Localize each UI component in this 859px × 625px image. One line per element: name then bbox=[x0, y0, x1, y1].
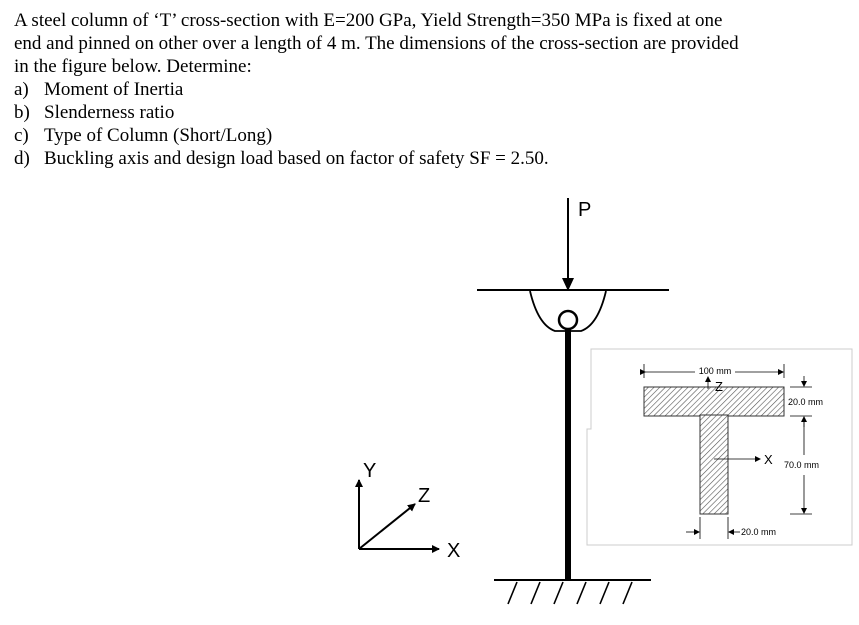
intro-line-3: in the figure below. Determine: bbox=[14, 56, 252, 77]
question-b: b) Slenderness ratio bbox=[14, 101, 849, 124]
flange-thickness-label: 20.0 mm bbox=[788, 397, 823, 407]
z-axis-label: Z bbox=[418, 485, 430, 507]
flange-width-dimension bbox=[640, 364, 785, 378]
load-label: P bbox=[578, 199, 591, 221]
intro-line-2: end and pinned on other over a length of… bbox=[14, 33, 739, 54]
t-flange bbox=[643, 386, 785, 417]
intro-line-1: A steel column of ‘T’ cross-section with… bbox=[14, 10, 723, 31]
question-marker: b) bbox=[14, 102, 30, 123]
section-x-label: X bbox=[764, 452, 773, 467]
question-d: d) Buckling axis and design load based o… bbox=[14, 147, 849, 170]
column-member bbox=[565, 329, 571, 580]
flange-width-label: 100 mm bbox=[699, 366, 732, 376]
x-axis-label: X bbox=[447, 540, 460, 562]
question-text: Moment of Inertia bbox=[44, 79, 184, 100]
question-text: Type of Column (Short/Long) bbox=[44, 125, 273, 146]
question-text: Slenderness ratio bbox=[44, 102, 175, 123]
question-marker: a) bbox=[14, 79, 29, 100]
question-marker: c) bbox=[14, 125, 29, 146]
y-axis-label: Y bbox=[363, 460, 376, 482]
section-z-label: Z bbox=[715, 379, 723, 394]
web-width-label: 20.0 mm bbox=[741, 527, 776, 537]
problem-statement: A steel column of ‘T’ cross-section with… bbox=[14, 9, 849, 170]
web-width-dimension bbox=[686, 517, 740, 539]
web-height-label: 70.0 mm bbox=[784, 460, 819, 470]
question-c: c) Type of Column (Short/Long) bbox=[14, 124, 849, 147]
fixed-base-hatching bbox=[507, 581, 633, 605]
load-arrow bbox=[562, 198, 574, 291]
t-web bbox=[699, 414, 729, 515]
axes-triad bbox=[355, 479, 440, 553]
web-height-dimension bbox=[790, 418, 812, 515]
pin-joint bbox=[557, 309, 579, 331]
question-a: a) Moment of Inertia bbox=[14, 78, 849, 101]
question-text: Buckling axis and design load based on f… bbox=[44, 148, 549, 169]
question-marker: d) bbox=[14, 148, 30, 169]
